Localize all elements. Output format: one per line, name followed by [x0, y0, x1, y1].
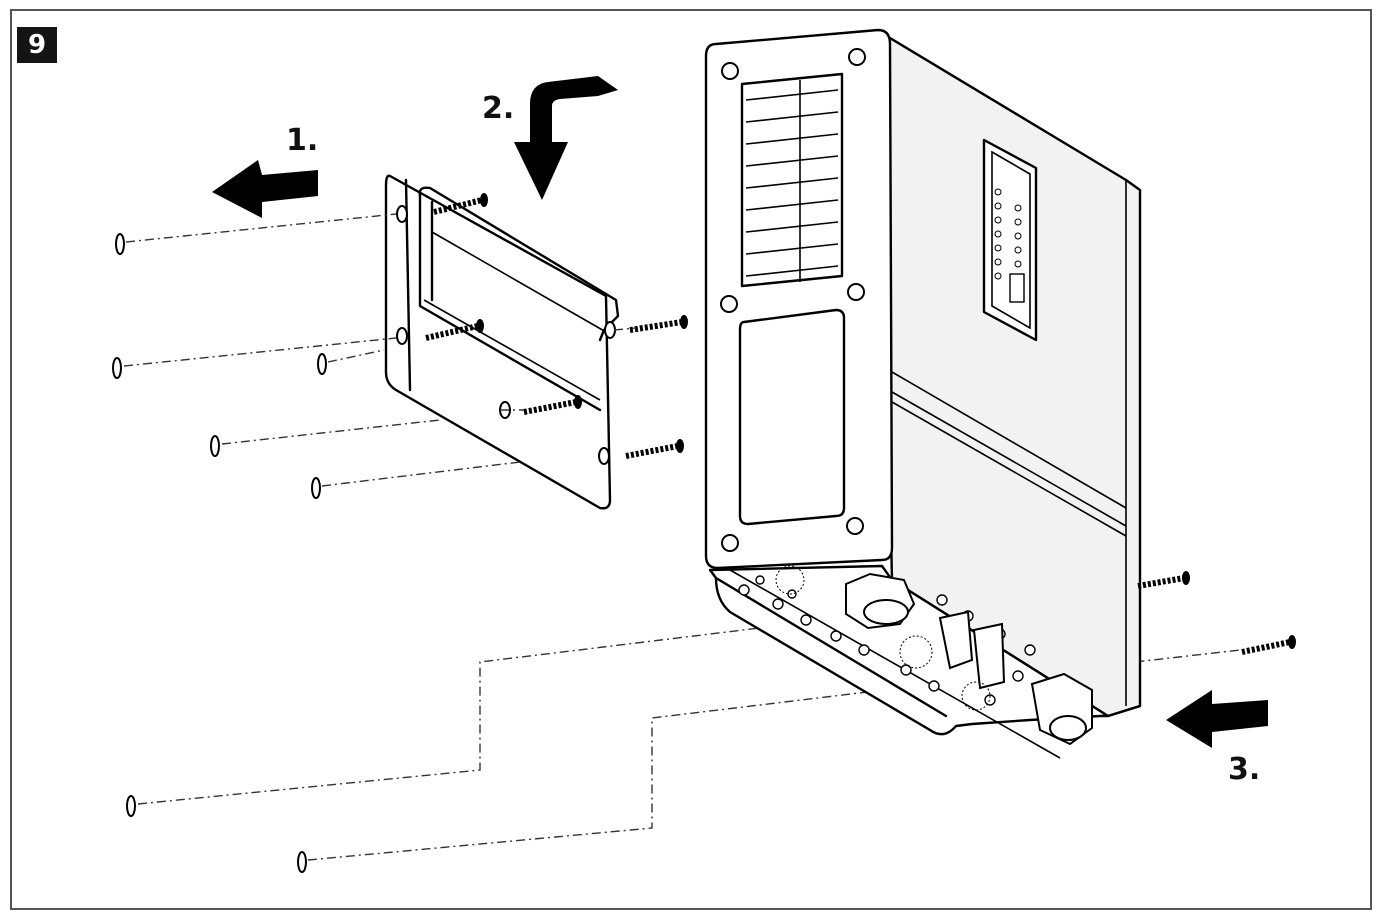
screw [629, 315, 688, 333]
arrow-left-icon [212, 160, 318, 218]
screw [1241, 635, 1296, 655]
screw [1137, 571, 1190, 589]
wall-plug [126, 795, 136, 817]
wall-plug [112, 357, 122, 379]
arrow-curved-down-icon [514, 76, 618, 200]
step-1-label: 1. [286, 123, 318, 158]
figure-frame [10, 9, 1372, 910]
arrow-left-icon [1166, 690, 1268, 748]
screw [625, 439, 684, 459]
device-housing [704, 28, 1142, 759]
figure-number-badge: 9 [17, 27, 57, 63]
screw [433, 193, 488, 215]
step-3-label: 3. [1228, 752, 1260, 787]
wall-plug [317, 353, 327, 375]
step-2-label: 2. [482, 91, 514, 126]
wall-plug [115, 233, 125, 255]
screw [523, 395, 582, 415]
wall-bracket [384, 174, 620, 510]
wall-plug [210, 435, 220, 457]
wall-plug [311, 477, 321, 499]
wall-plug [297, 851, 307, 873]
screw [425, 319, 484, 341]
